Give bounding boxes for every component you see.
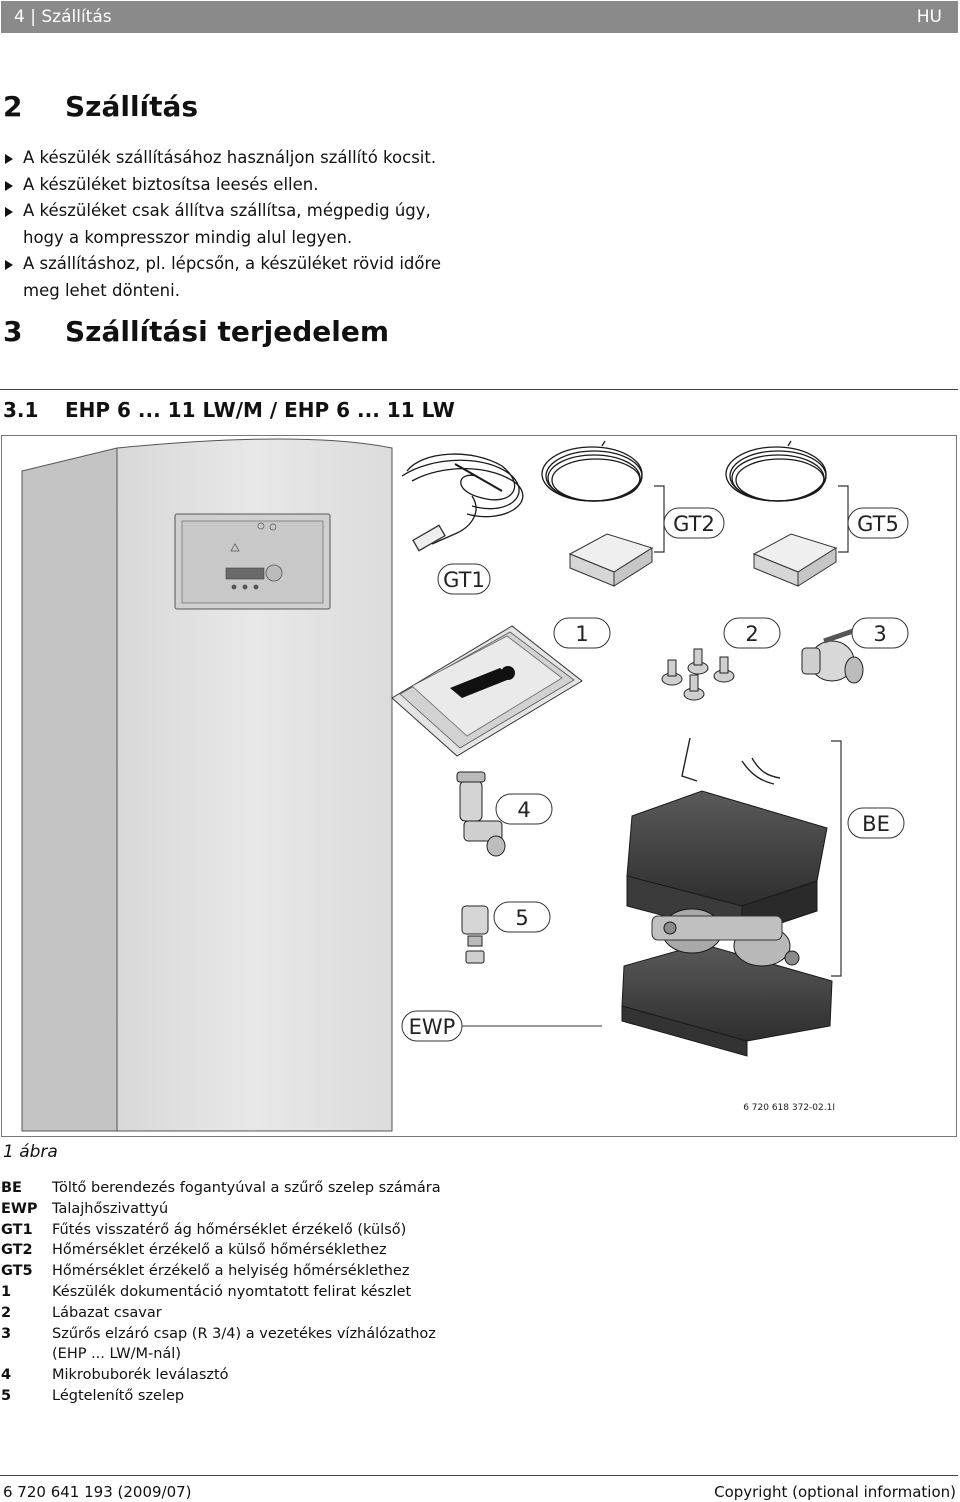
legend-text: Hőmérséklet érzékelő a helyiség hőmérsék… [52, 1263, 410, 1280]
bullet-item: A készülék szállításához használjon szál… [3, 145, 463, 172]
legend-row: 5 Légtelenítő szelep [1, 1386, 441, 1407]
header-left: 4 | Szállítás [14, 7, 112, 27]
legend-text: Mikrobuborék leválasztó [52, 1367, 229, 1384]
callout-4: 4 [495, 793, 553, 825]
legend-row: BE Töltő berendezés fogantyúval a szűrő s… [1, 1178, 441, 1199]
legend-key: 3 [1, 1325, 12, 1342]
legend-key: 1 [1, 1283, 12, 1300]
callout-gt1: GT1 [437, 563, 491, 595]
legend-text: Hőmérséklet érzékelő a külső hőmérséklet… [52, 1242, 387, 1259]
delivery-scope-illustration: GT1 GT2 GT5 1 2 3 4 5 [21, 438, 909, 1132]
legend-text: Lábazat csavar [52, 1304, 162, 1321]
callout-gt5-label: GT5 [857, 512, 899, 536]
section-divider [0, 389, 958, 390]
legend-text: (EHP ... LW/M-nál) [52, 1346, 181, 1363]
legend-row: 2 Lábazat csavar [1, 1303, 441, 1324]
delivery-scope-figure: GT1 GT2 GT5 1 2 3 4 5 [1, 435, 957, 1137]
callout-be: BE [847, 807, 905, 839]
legend-row: EWP Talajhőszivattyú [1, 1199, 441, 1220]
document-number: 6 720 641 193 (2009/07) [3, 1483, 192, 1501]
callout-2-label: 2 [745, 622, 758, 646]
bullet-item: A készüléket biztosítsa leesés ellen. [3, 172, 463, 199]
microbubble-separator [456, 771, 506, 857]
header-language: HU [916, 7, 942, 27]
legend-row: GT5 Hőmérséklet érzékelő a helyiség hőmér… [1, 1261, 441, 1282]
callout-gt5: GT5 [847, 507, 909, 539]
legend-text: Fűtés visszatérő ág hőmérséklet érzékelő… [52, 1221, 407, 1238]
section-3-1-number: 3.1 [3, 398, 39, 422]
documentation-set [391, 625, 583, 757]
legend-key: 2 [1, 1304, 12, 1321]
figure-legend: BE Töltő berendezés fogantyúval a szűrő s… [1, 1178, 441, 1407]
filling-unit-tools [681, 737, 781, 785]
callout-3-label: 3 [873, 622, 886, 646]
bullet-item: A készüléket csak állítva szállítsa, még… [3, 198, 463, 251]
callout-4-label: 4 [517, 798, 530, 822]
legend-text: Légtelenítő szelep [52, 1387, 185, 1404]
legend-key: GT1 [1, 1221, 33, 1238]
ground-heat-pump-package [621, 790, 833, 1057]
bullet-item: A szállításhoz, pl. lépcsőn, a készüléke… [3, 251, 463, 304]
legend-key: EWP [1, 1200, 38, 1217]
legend-key [1, 1344, 52, 1365]
gt2-sensor [541, 440, 665, 587]
gt5-sensor [725, 440, 849, 587]
legend-row: (EHP ... LW/M-nál) [1, 1344, 441, 1365]
callout-3: 3 [851, 617, 909, 649]
callout-gt2: GT2 [663, 507, 725, 539]
base-screws [661, 648, 735, 701]
callout-be-label: BE [862, 812, 890, 836]
callout-ewp: EWP [401, 1010, 463, 1042]
legend-row: 4 Mikrobuborék leválasztó [1, 1365, 441, 1386]
drawing-code: 6 720 618 372-02.1I [743, 1103, 835, 1113]
be-bracket [831, 740, 842, 977]
gt1-sensor-cable [401, 453, 524, 552]
section-2-number: 2 [3, 90, 23, 123]
callout-5: 5 [493, 901, 551, 933]
page-header-bar: 4 | Szállítás HU [1, 1, 958, 33]
header-separator: | [30, 7, 36, 27]
footer-divider [0, 1475, 958, 1476]
legend-row: GT2 Hőmérséklet érzékelő a külső hőmérsék… [1, 1240, 441, 1261]
figure-caption: 1 ábra [3, 1142, 58, 1162]
callout-2: 2 [723, 617, 781, 649]
legend-key: GT2 [1, 1242, 33, 1259]
section-2-heading: 2 Szállítás [3, 90, 198, 123]
section-3-title: Szállítási terjedelem [65, 315, 390, 348]
section-3-heading: 3 Szállítási terjedelem [3, 315, 389, 348]
legend-key: GT5 [1, 1263, 33, 1280]
callout-gt1-label: GT1 [443, 568, 485, 592]
legend-key: 5 [1, 1387, 12, 1404]
heat-pump-unit [21, 438, 393, 1132]
callout-ewp-label: EWP [409, 1015, 456, 1039]
legend-text: Töltő berendezés fogantyúval a szűrő sze… [52, 1180, 441, 1196]
header-page-title: Szállítás [41, 7, 112, 27]
copyright-notice: Copyright (optional information) [714, 1483, 956, 1501]
legend-text: Szűrős elzáró csap (R 3/4) a vezetékes v… [52, 1325, 436, 1342]
legend-text: Talajhőszivattyú [52, 1200, 169, 1217]
vent-valve [461, 905, 489, 964]
section-2-title: Szállítás [65, 90, 199, 123]
legend-row: 3 Szűrős elzáró csap (R 3/4) a vezetékes … [1, 1324, 441, 1345]
legend-key: BE [1, 1180, 22, 1196]
legend-row: GT1 Fűtés visszatérő ág hőmérséklet érzék… [1, 1220, 441, 1241]
callout-5-label: 5 [515, 906, 528, 930]
legend-row: 1 Készülék dokumentáció nyomtatott felira… [1, 1282, 441, 1303]
callout-1: 1 [553, 617, 611, 649]
legend-key: 4 [1, 1367, 12, 1384]
transport-instructions-list: A készülék szállításához használjon szál… [3, 145, 463, 305]
callout-gt2-label: GT2 [673, 512, 715, 536]
section-3-1-heading: 3.1 EHP 6 ... 11 LW/M / EHP 6 ... 11 LW [3, 398, 455, 422]
section-3-1-title: EHP 6 ... 11 LW/M / EHP 6 ... 11 LW [65, 398, 455, 422]
callout-1-label: 1 [575, 622, 588, 646]
page-number: 4 [14, 7, 25, 27]
legend-text: Készülék dokumentáció nyomtatott felirat… [52, 1283, 412, 1300]
section-3-number: 3 [3, 315, 23, 348]
